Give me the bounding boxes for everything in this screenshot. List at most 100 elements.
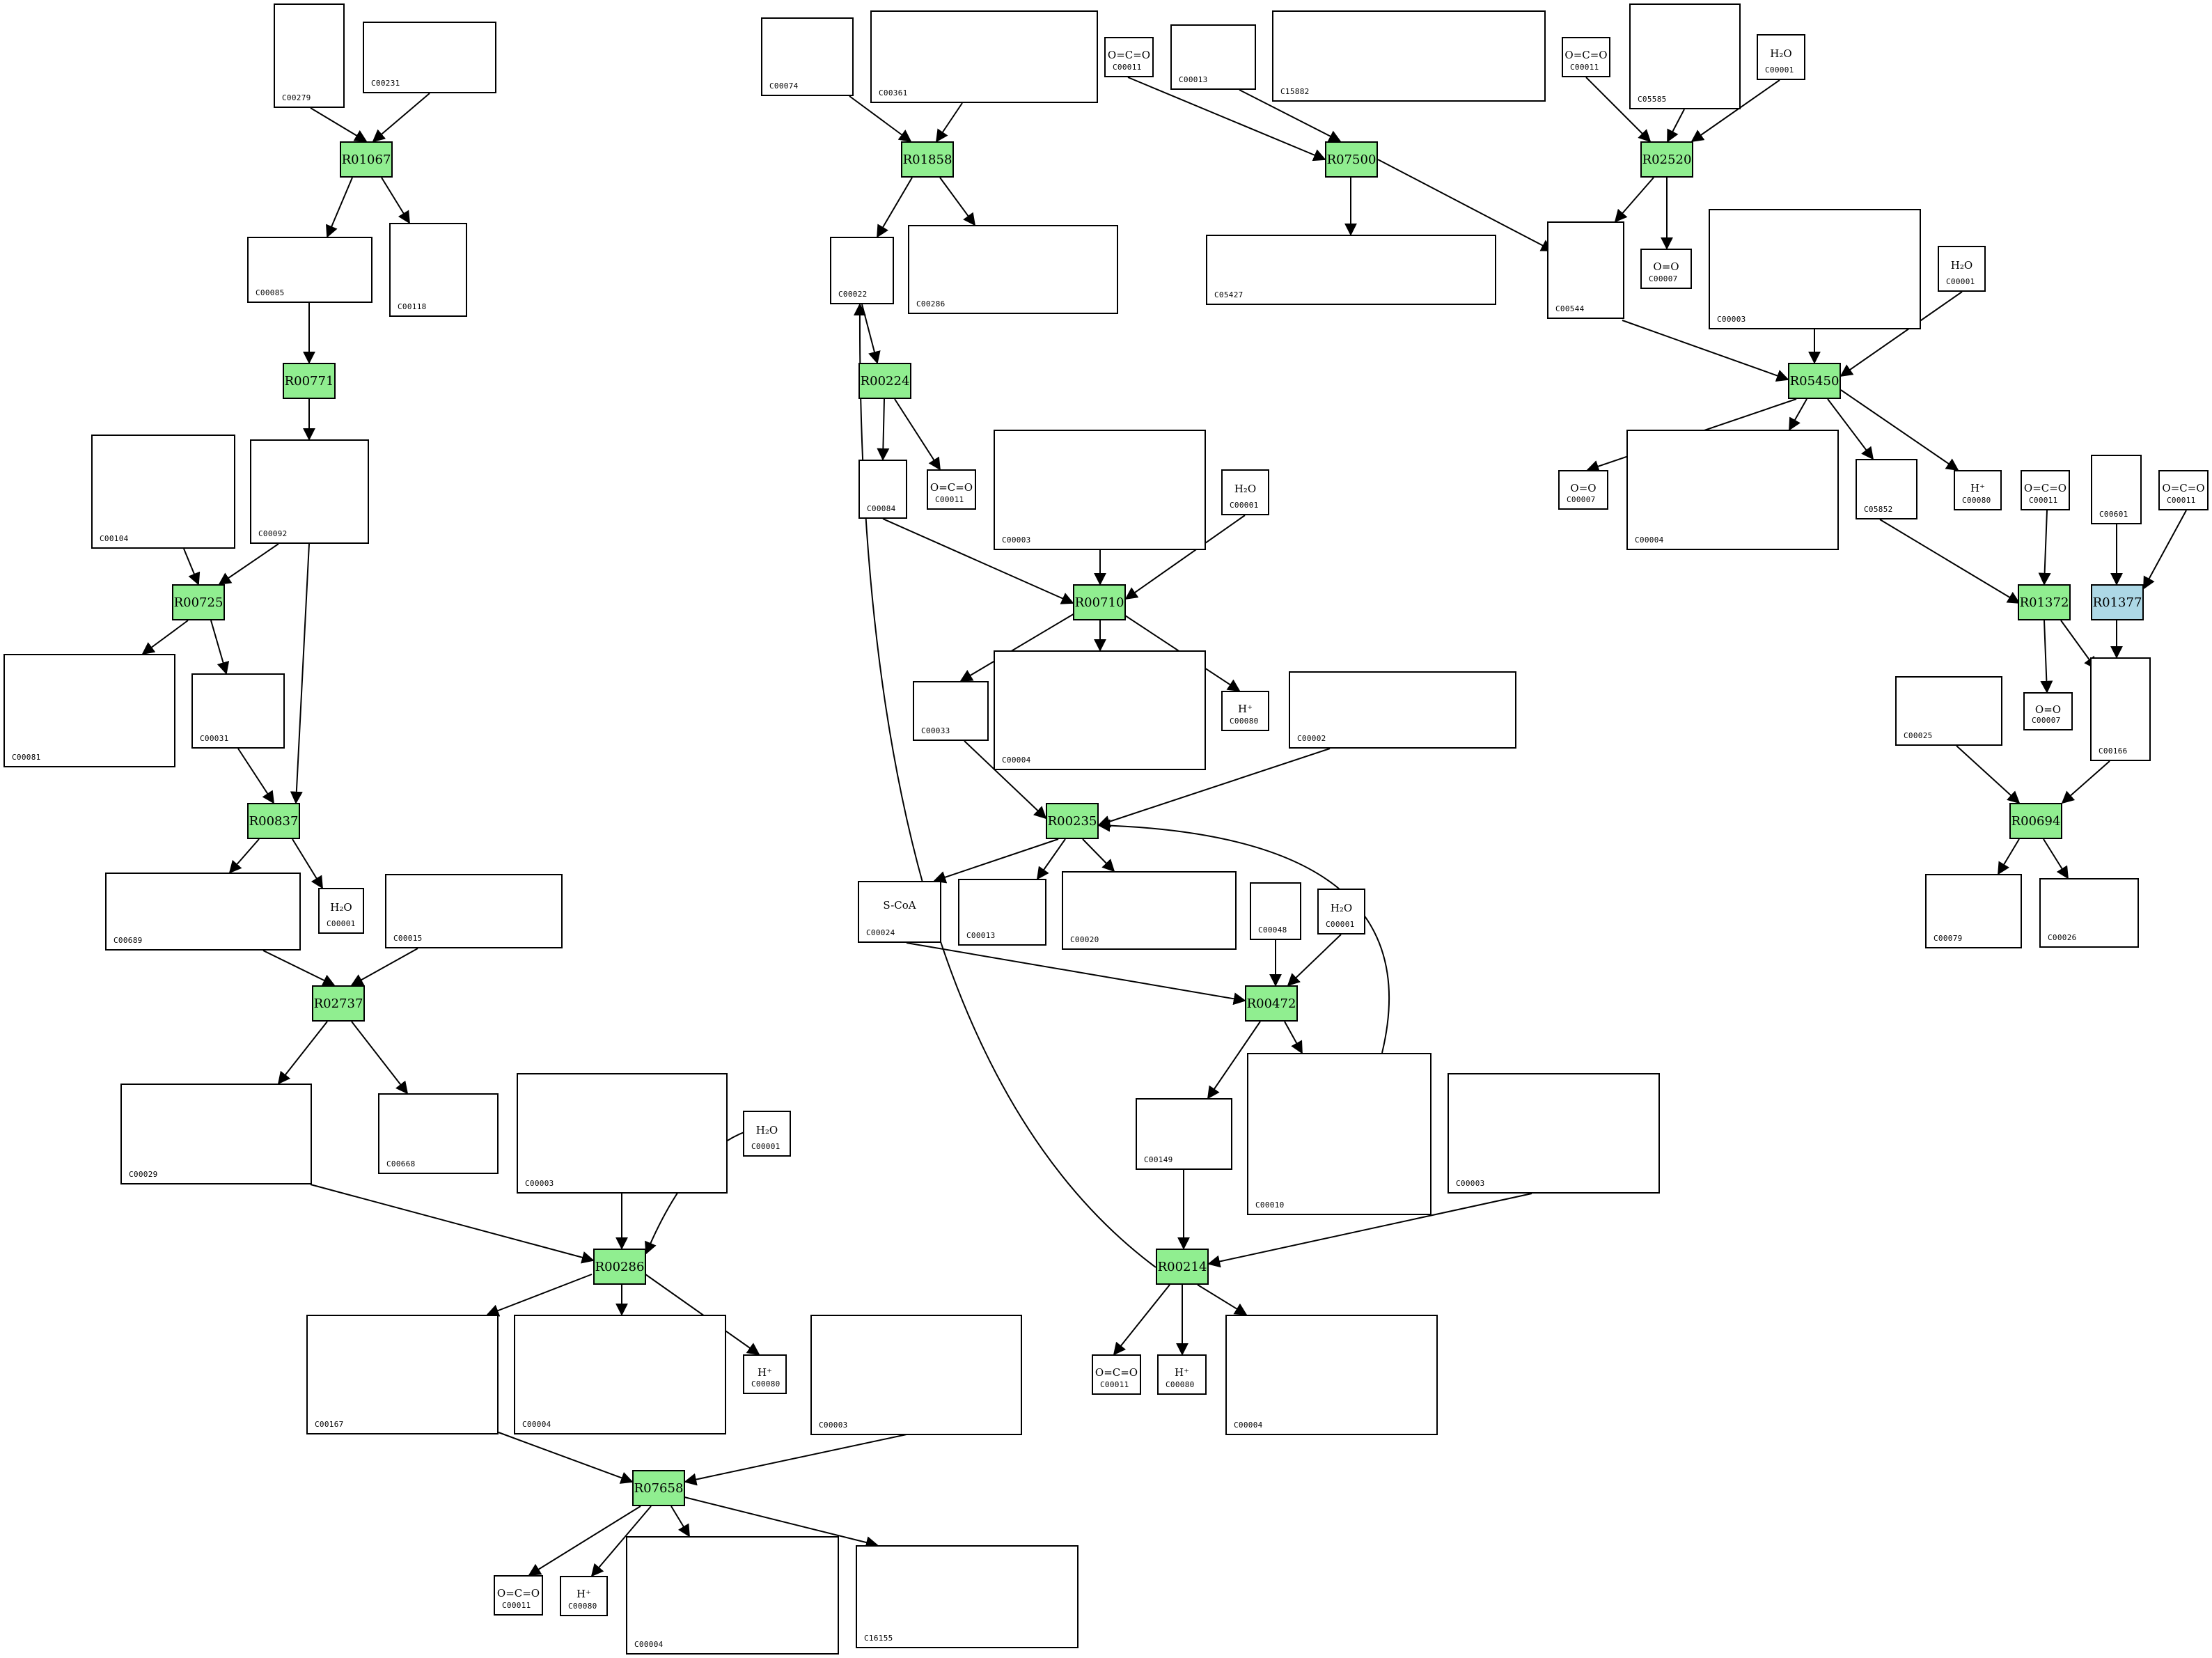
compound-box[interactable]: C05852 [1856,459,1917,519]
reaction-R01372[interactable]: R01372 [2018,584,2071,620]
compound-box[interactable]: C00104 [91,435,235,549]
compound-box[interactable]: C00081 [3,654,175,767]
compound-box[interactable]: H₂O C00001 [1757,34,1805,80]
reaction-R01067[interactable]: R01067 [340,141,393,178]
compound-box[interactable]: C00084 [858,460,907,519]
compound-box[interactable]: C15882 [1272,10,1546,102]
compound-box[interactable]: C00118 [389,223,467,317]
compound-box[interactable]: C00003 [1448,1073,1660,1194]
compound-box[interactable]: C00544 [1547,221,1624,319]
compound-box[interactable]: C00361 [870,10,1098,103]
compound-box[interactable]: C00002 [1289,671,1516,749]
compound-box[interactable]: C00601 [2091,455,2142,524]
reaction-R00224[interactable]: R00224 [858,363,911,399]
compound-box[interactable]: O=C=O C00011 [2158,470,2209,510]
reaction-R00235[interactable]: R00235 [1046,803,1099,839]
compound-id: C00689 [113,936,143,945]
compound-box[interactable]: C00231 [363,22,496,93]
compound-id: C00231 [371,79,400,88]
compound-box[interactable]: C00149 [1136,1098,1232,1170]
compound-box[interactable]: H⁺ C00080 [1954,470,2002,510]
compound-box[interactable]: C00668 [378,1093,499,1174]
reaction-R00725[interactable]: R00725 [172,584,225,620]
compound-box[interactable]: C00048 [1250,882,1301,940]
compound-box[interactable]: C00026 [2039,878,2139,948]
reaction-R01858[interactable]: R01858 [901,141,954,178]
compound-box[interactable]: O=C=O C00011 [1092,1354,1141,1395]
reaction-edge [1207,1193,1532,1268]
compound-box[interactable]: O=C=O C00011 [2021,470,2070,510]
compound-box[interactable]: C00003 [810,1315,1022,1435]
compound-box[interactable]: C00079 [1925,874,2022,948]
compound-box[interactable]: C00004 [994,650,1206,770]
compound-box[interactable]: H⁺ C00080 [1221,691,1269,731]
compound-box[interactable]: C00004 [626,1536,839,1655]
compound-box[interactable]: S-CoA C00024 [858,881,941,943]
reaction-R01377[interactable]: R01377 [2091,584,2144,620]
compound-box[interactable]: C00689 [105,873,301,951]
compound-box[interactable]: C16155 [856,1545,1078,1648]
compound-id: C00001 [1230,501,1259,510]
compound-box[interactable]: H⁺ C00080 [560,1576,608,1616]
compound-box[interactable]: H⁺ C00080 [1157,1354,1207,1395]
compound-box[interactable]: C00167 [306,1315,499,1434]
reaction-edge [1284,1021,1303,1054]
reaction-edge [684,1496,879,1549]
compound-box[interactable]: C00286 [908,225,1118,314]
compound-box[interactable]: C00085 [247,237,372,303]
compound-box[interactable]: C00003 [517,1073,728,1194]
compound-box[interactable]: O=C=O C00011 [927,469,976,510]
compound-id: C00031 [200,734,229,743]
reaction-R02520[interactable]: R02520 [1640,141,1693,178]
compound-box[interactable]: C00015 [385,874,563,948]
compound-box[interactable]: H₂O C00001 [1938,246,1986,292]
compound-box[interactable]: C00025 [1895,676,2002,746]
reaction-R00837[interactable]: R00837 [247,803,300,839]
compound-box[interactable]: H⁺ C00080 [743,1354,787,1394]
compound-box[interactable]: C00279 [274,3,345,108]
reaction-R00771[interactable]: R00771 [283,363,336,399]
compound-box[interactable]: C00074 [761,17,854,96]
compound-box[interactable]: C05585 [1629,3,1741,109]
compound-box[interactable]: H₂O C00001 [1221,469,1269,515]
compound-box[interactable]: C00020 [1062,871,1237,950]
compound-id: C00003 [525,1179,554,1188]
compound-box[interactable]: C00166 [2090,657,2151,761]
compound-box[interactable]: C00004 [1225,1315,1438,1435]
compound-box[interactable]: C00013 [958,879,1046,946]
reaction-edge [645,1274,760,1356]
reaction-R02737[interactable]: R02737 [312,985,365,1022]
reaction-R05450[interactable]: R05450 [1788,363,1841,399]
compound-box[interactable]: C00033 [913,681,989,741]
compound-box[interactable]: C00031 [191,673,285,749]
compound-box[interactable]: C00004 [514,1315,726,1434]
compound-id: C00010 [1255,1201,1285,1210]
compound-box[interactable]: O=O C00007 [1640,249,1692,289]
compound-box[interactable]: C05427 [1206,235,1496,305]
compound-box[interactable]: C00003 [994,430,1206,550]
compound-box[interactable]: O=C=O C00011 [494,1575,543,1616]
compound-box[interactable]: C00029 [120,1084,312,1184]
compound-id: C00011 [1570,63,1599,72]
compound-box[interactable]: C00013 [1170,24,1256,90]
reaction-R07500[interactable]: R07500 [1325,141,1378,178]
reaction-edge [183,548,201,586]
reaction-R00286[interactable]: R00286 [593,1249,646,1285]
compound-box[interactable]: O=C=O C00011 [1562,37,1610,77]
compound-box[interactable]: H₂O C00001 [318,888,364,934]
compound-box[interactable]: O=O C00007 [1558,470,1608,510]
compound-box[interactable]: C00022 [830,237,894,304]
reaction-R00472[interactable]: R00472 [1245,985,1298,1022]
reaction-R07658[interactable]: R07658 [632,1470,685,1506]
compound-box[interactable]: H₂O C00001 [743,1111,791,1157]
reaction-R00710[interactable]: R00710 [1073,584,1126,620]
compound-box[interactable]: O=O C00007 [2023,692,2073,730]
compound-box[interactable]: H₂O C00001 [1317,889,1365,934]
compound-box[interactable]: C00010 [1247,1053,1431,1215]
reaction-R00214[interactable]: R00214 [1156,1249,1209,1285]
compound-box[interactable]: O=C=O C00011 [1104,37,1154,77]
compound-box[interactable]: C00004 [1626,430,1839,550]
reaction-R00694[interactable]: R00694 [2009,803,2062,839]
compound-box[interactable]: C00003 [1709,209,1921,329]
compound-box[interactable]: C00092 [250,439,369,544]
